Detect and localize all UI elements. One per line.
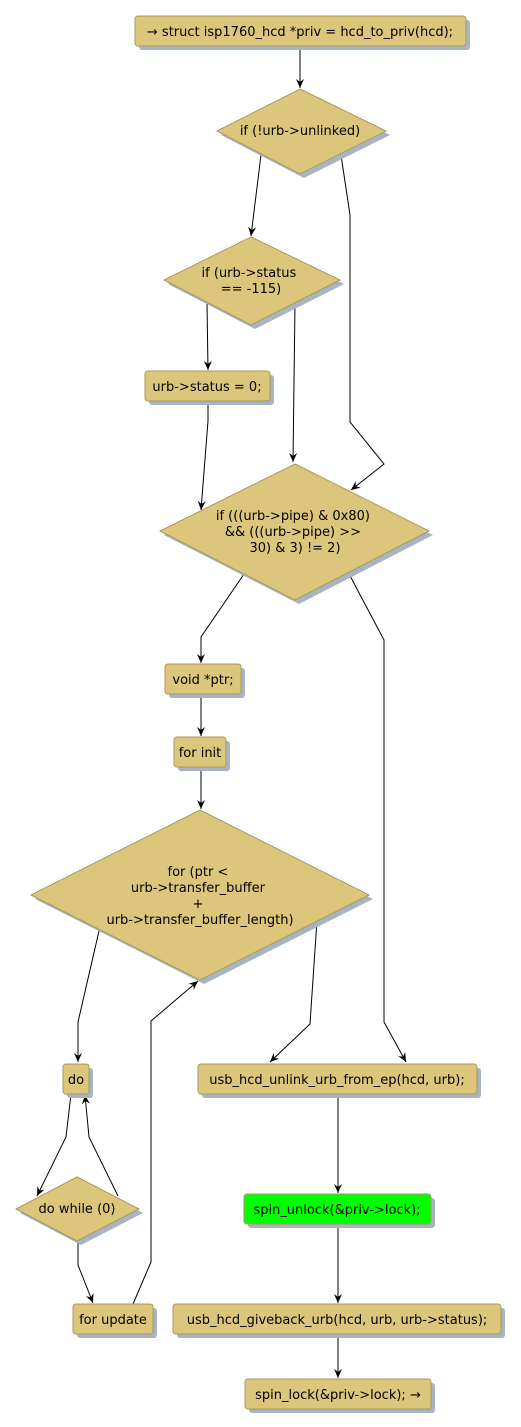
edge-if-unlinked-true: [248, 154, 262, 237]
node-for-init[interactable]: for init: [173, 736, 230, 771]
edge-for-update-back-to-for-cond: [132, 980, 199, 1305]
decision-if-status[interactable]: if (urb->status == -115): [162, 236, 344, 329]
edge-status-assign-to-if-pipe: [197, 401, 209, 511]
node-status-assign[interactable]: urb->status = 0;: [144, 370, 274, 405]
decision-if-pipe[interactable]: if (((urb->pipe) & 0x80) && (((urb->pipe…: [158, 463, 433, 604]
node-start-label: → struct isp1760_hcd *priv = hcd_to_priv…: [147, 25, 453, 40]
edge-do-while-back-to-do: [81, 1094, 119, 1197]
decision-if-pipe-label: if (((urb->pipe) & 0x80) && (((urb->pipe…: [216, 509, 374, 556]
decision-for-cond-label: for (ptr < urb->transfer_buffer + urb->t…: [106, 865, 293, 928]
node-for-update-label: for update: [79, 1313, 147, 1328]
node-status-assign-label: urb->status = 0;: [152, 380, 261, 395]
edge-if-pipe-false: [347, 571, 407, 1063]
node-unlink[interactable]: usb_hcd_unlink_urb_from_ep(hcd, urb);: [197, 1063, 481, 1098]
edge-if-pipe-true: [197, 573, 245, 663]
edge-if-status-false: [289, 302, 298, 463]
edges: [36, 46, 407, 1378]
node-do-label: do: [68, 1073, 84, 1088]
edge-for-cond-true: [74, 930, 100, 1062]
node-spin-lock[interactable]: spin_lock(&priv->lock); →: [244, 1378, 435, 1413]
decision-if-unlinked-label: if (!urb->unlinked): [240, 124, 360, 139]
node-for-init-label: for init: [179, 746, 222, 761]
node-spin-lock-label: spin_lock(&priv->lock); →: [255, 1388, 421, 1403]
decision-if-unlinked[interactable]: if (!urb->unlinked): [215, 88, 390, 178]
node-giveback-label: usb_hcd_giveback_urb(hcd, urb, urb->stat…: [187, 1313, 488, 1328]
node-void-ptr-label: void *ptr;: [172, 673, 233, 688]
nodes: → struct isp1760_hcd *priv = hcd_to_priv…: [14, 15, 505, 1413]
node-start[interactable]: → struct isp1760_hcd *priv = hcd_to_priv…: [134, 15, 470, 50]
edge-for-cond-false: [269, 919, 318, 1063]
node-unlink-label: usb_hcd_unlink_urb_from_ep(hcd, urb);: [209, 1073, 464, 1088]
node-giveback[interactable]: usb_hcd_giveback_urb(hcd, urb, urb->stat…: [172, 1303, 505, 1338]
edge-do-to-do-while: [36, 1093, 72, 1197]
decision-do-while-label: do while (0): [39, 1202, 116, 1217]
node-for-update[interactable]: for update: [72, 1303, 157, 1338]
edge-if-status-true: [203, 302, 212, 371]
edge-do-while-to-for-update: [77, 1241, 94, 1304]
decision-if-status-label: if (urb->status == -115): [202, 266, 301, 297]
edge-if-unlinked-false: [340, 154, 385, 491]
decision-do-while[interactable]: do while (0): [14, 1176, 143, 1245]
node-spin-unlock[interactable]: spin_unlock(&priv->lock);: [243, 1193, 435, 1228]
decision-for-cond[interactable]: for (ptr < urb->transfer_buffer + urb->t…: [29, 809, 373, 984]
node-spin-unlock-label: spin_unlock(&priv->lock);: [253, 1203, 420, 1218]
node-void-ptr[interactable]: void *ptr;: [164, 663, 245, 698]
node-do[interactable]: do: [62, 1063, 93, 1098]
